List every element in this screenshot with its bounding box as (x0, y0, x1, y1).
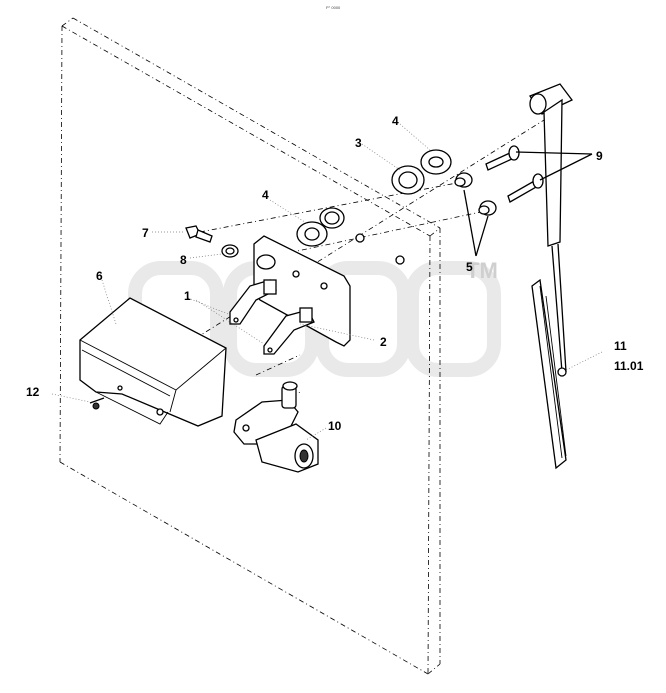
callout-4-lower: 4 (262, 188, 269, 202)
nut-5-lower (478, 200, 497, 216)
callout-2: 2 (380, 335, 387, 349)
callout-7: 7 (142, 226, 149, 240)
header-small-text: P° 0000 (326, 5, 341, 10)
wiper-motor-10 (233, 381, 319, 473)
bolt-7 (185, 225, 213, 243)
callout-10: 10 (328, 419, 342, 433)
watermark-trademark: TM (466, 258, 498, 283)
bolt-9-lower (507, 173, 544, 203)
bracket-1 (229, 279, 277, 325)
watermark-block-4 (405, 261, 501, 377)
callout-4-upper: 4 (392, 114, 399, 128)
callout-3: 3 (355, 136, 362, 150)
wiper-blade-11-01 (531, 278, 567, 470)
wiper-arm-11 (529, 83, 574, 373)
callout-8: 8 (180, 253, 187, 267)
callout-11: 11 (614, 339, 627, 353)
callout-1: 1 (184, 289, 191, 303)
leader-lines (51, 123, 603, 441)
bolt-9-upper (485, 145, 520, 171)
nut-5-upper (454, 172, 473, 188)
mounting-panel (59, 17, 441, 675)
callout-9: 9 (596, 149, 603, 163)
callout-12: 12 (26, 385, 40, 399)
motor-cover (79, 297, 227, 427)
washer-8 (221, 244, 239, 258)
seal-3 (391, 165, 425, 195)
seal-4-upper (420, 149, 452, 175)
callout-5: 5 (466, 260, 473, 274)
callout-6: 6 (96, 269, 103, 283)
bracket-2 (263, 307, 315, 355)
callout-11-01: 11.01 (614, 359, 644, 373)
screw-12 (89, 397, 105, 410)
seal-4-lower (296, 207, 405, 265)
